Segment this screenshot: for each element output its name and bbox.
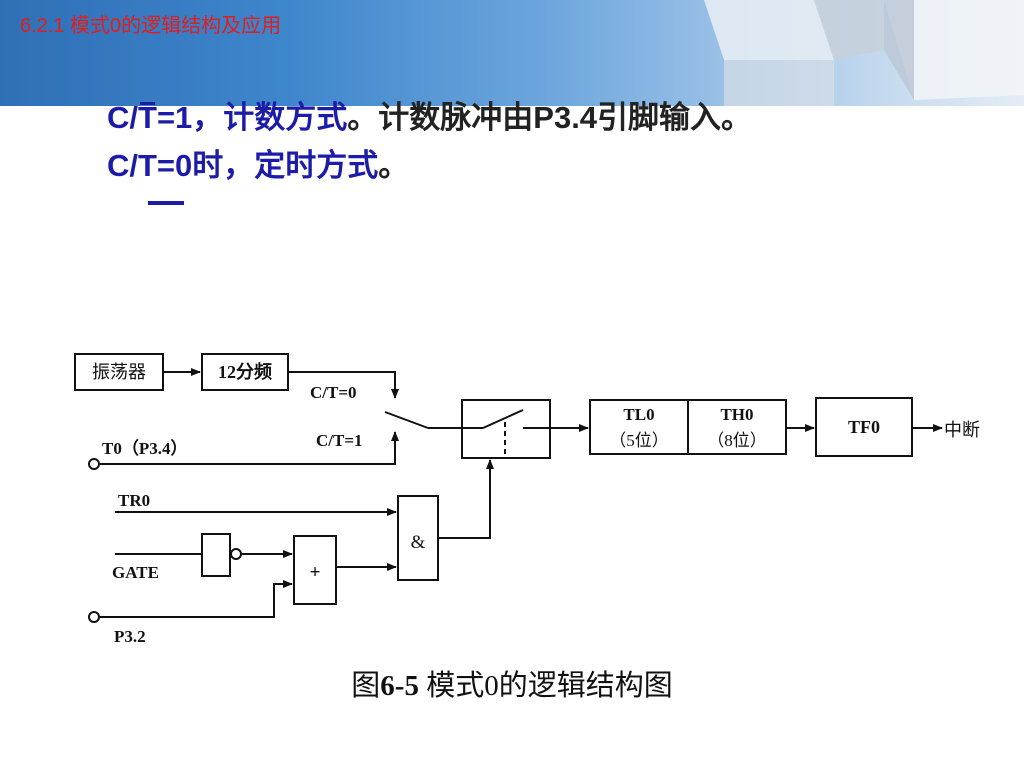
t0-pin-terminal	[88, 458, 100, 470]
timing-mode-text: 时，定时方式	[192, 148, 379, 183]
slide-title: 6.2.1 模式0的逻辑结构及应用	[20, 15, 282, 37]
text-line-counting-mode: C/T=1，计数方式。计数脉冲由P3.4引脚输入。	[107, 92, 752, 137]
cube-decoration	[704, 0, 1024, 106]
mode-switch-blade	[384, 411, 429, 429]
counting-source-text: 。计数脉冲由	[347, 100, 534, 135]
and-gate-symbol: &	[411, 532, 426, 553]
tl0-bits: （5位）	[609, 431, 669, 450]
p32-label: P3.2	[114, 627, 146, 646]
figure-caption: 图6-5 模式0的逻辑结构图	[0, 662, 1024, 704]
header-band: 6.2.1 模式0的逻辑结构及应用	[0, 0, 1024, 106]
mode0-logic-diagram: 振荡器 12分频 C/T=0 C/T=1 T0（P3.4） TR0 GATE P…	[74, 353, 980, 646]
counting-input-text: 引脚输入。	[597, 100, 753, 135]
or-gate-symbol: +	[310, 562, 321, 583]
stray-dash	[148, 201, 184, 205]
caption-prefix: 图	[351, 670, 381, 702]
timing-end: 。	[378, 148, 410, 183]
or-gate	[293, 535, 337, 605]
th0-bits: （8位）	[707, 431, 767, 450]
t0-pin-label: T0（P3.4）	[102, 438, 187, 458]
selector-ct1-label: C/T=1	[316, 431, 363, 450]
caption-number: 6-5	[380, 670, 419, 702]
ct-zero-label: C/T=0	[107, 148, 193, 183]
interrupt-label: 中断	[944, 420, 980, 440]
ct-prefix: C/	[107, 100, 138, 135]
p32-pin-terminal	[88, 611, 100, 623]
inverter	[201, 533, 231, 577]
caption-text: 模式0的逻辑结构图	[418, 670, 673, 702]
ct-overbar-letter: T	[138, 100, 157, 135]
counting-mode-text: =1，计数方式	[156, 100, 348, 135]
divider-label: 12分频	[218, 361, 272, 382]
th0-name: TH0	[720, 405, 753, 424]
tl0-name: TL0	[623, 405, 654, 424]
pin-p34: P3.4	[533, 100, 598, 135]
tf0-label: TF0	[848, 417, 880, 437]
tr0-label: TR0	[118, 491, 150, 510]
selector-ct0-label: C/T=0	[310, 383, 357, 402]
oscillator-label: 振荡器	[92, 362, 146, 382]
gate-label: GATE	[112, 563, 159, 582]
text-line-timing-mode: C/T=0时，定时方式。	[107, 140, 409, 185]
